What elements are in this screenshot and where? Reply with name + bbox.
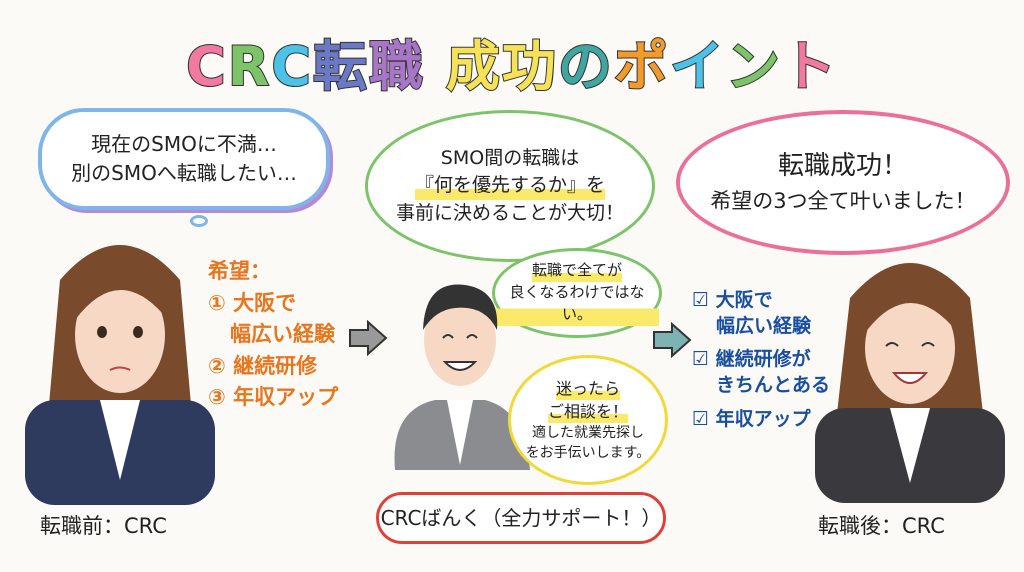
speech-line: 希望の3つ全て叶いました！ bbox=[710, 189, 976, 214]
check-item: 幅広い経験 bbox=[716, 314, 812, 337]
after-speech-bubble: 転職成功！ 希望の3つ全て叶いました！ bbox=[676, 110, 1010, 255]
arrow-right-icon bbox=[349, 320, 388, 356]
speech-line: 迷ったら bbox=[555, 376, 620, 400]
speech-line: 転職で全てが bbox=[531, 260, 622, 283]
hope-item: ③ 年収アップ bbox=[208, 385, 339, 409]
hopes-label: 希望： bbox=[208, 259, 271, 283]
title-char: R bbox=[227, 34, 272, 99]
speech-line: 事前に決めることが大切！ bbox=[395, 201, 624, 224]
check-item: 継続研修が bbox=[715, 348, 811, 371]
title-char: 功 bbox=[501, 34, 558, 99]
speech-line: 良くなるわけではない。 bbox=[495, 282, 659, 326]
checkbox-checked-icon: ☑ bbox=[692, 289, 710, 311]
before-label: 転職前：CRC bbox=[40, 514, 167, 538]
page-title: CRC転職 成功のポイント bbox=[0, 22, 1024, 101]
hope-item: 幅広い経験 bbox=[230, 322, 335, 346]
title-char: 転 bbox=[312, 34, 370, 99]
speech-line: SMO間の転職は bbox=[440, 146, 580, 169]
speech-line: 適した就業先探し bbox=[532, 424, 644, 441]
check-item: きちんとある bbox=[716, 373, 831, 396]
thought-dot bbox=[190, 215, 208, 227]
title-char: C bbox=[270, 34, 314, 99]
title-char: ト bbox=[781, 34, 838, 99]
check-item: 年収アップ bbox=[715, 407, 811, 430]
title-char: イ bbox=[669, 34, 726, 99]
woman-before-illustration bbox=[25, 245, 215, 505]
check-item: 大阪で bbox=[715, 289, 773, 311]
thought-line: 別のSMOへ転職したい… bbox=[71, 161, 297, 185]
arrow-right-icon bbox=[653, 322, 692, 358]
thought-line: 現在のSMOに不満… bbox=[91, 132, 277, 156]
achieved-list: ☑ 大阪で 幅広い経験 ☑ 継続研修が きちんとある ☑ 年収アップ bbox=[692, 288, 830, 432]
woman-after-illustration bbox=[815, 263, 1005, 503]
advisor-speech-caution: 転職で全てが 良くなるわけではない。 bbox=[492, 248, 662, 338]
hope-item: ② 継続研修 bbox=[208, 353, 318, 378]
speech-line: ご相談を！ bbox=[547, 399, 628, 423]
speech-line: 転職成功！ bbox=[777, 151, 908, 182]
thought-cloud-before: 現在のSMOに不満… 別のSMOへ転職したい… bbox=[38, 108, 330, 210]
advisor-illustration bbox=[394, 284, 530, 470]
advisor-speech-invite: 迷ったら ご相談を！ 適した就業先探し をお手伝いします。 bbox=[508, 355, 668, 485]
hope-item: ① 大阪で bbox=[208, 290, 297, 315]
title-char: ポ bbox=[613, 34, 670, 99]
title-char: 成 bbox=[445, 34, 502, 99]
title-char: 職 bbox=[368, 34, 426, 99]
speech-line: 『何を優先するか』を bbox=[414, 172, 605, 200]
hopes-list: 希望： ① 大阪で 幅広い経験 ② 継続研修 ③ 年収アップ bbox=[208, 256, 338, 414]
after-label: 転職後：CRC bbox=[818, 514, 945, 538]
title-char: ン bbox=[725, 34, 782, 99]
advisor-speech-main: SMO間の転職は 『何を優先するか』を 事前に決めることが大切！ bbox=[365, 110, 655, 262]
title-char bbox=[425, 35, 446, 98]
checkbox-checked-icon: ☑ bbox=[692, 407, 710, 430]
title-char: の bbox=[557, 34, 614, 99]
title-char: C bbox=[185, 34, 228, 99]
checkbox-checked-icon: ☑ bbox=[692, 348, 710, 371]
advisor-name: CRCばんく（全力サポート！） bbox=[380, 505, 662, 530]
advisor-name-bubble: CRCばんく（全力サポート！） bbox=[376, 492, 666, 544]
speech-line: をお手伝いします。 bbox=[525, 445, 651, 462]
